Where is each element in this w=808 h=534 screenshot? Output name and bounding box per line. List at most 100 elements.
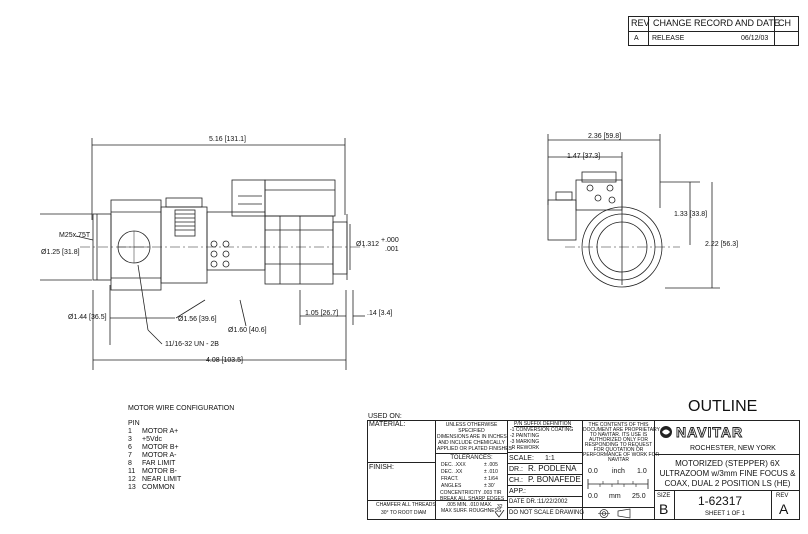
pin-header: PIN (128, 420, 140, 427)
dim-overall-length: 5.16 [131.1] (209, 136, 246, 143)
proprietary-1: THE CONTENTS OF THIS (588, 422, 649, 428)
concentricity-1: CONCENTRICITY .003 TIR (440, 490, 502, 496)
dim-width-147: 1.47 [37.3] (567, 153, 601, 160)
pin-suffix-4: -R REWORK (510, 445, 540, 451)
used-on-label: USED ON: (368, 413, 402, 420)
dim-dia-144: Ø1.44 [36.5] (68, 314, 107, 321)
ruler-inch-start: 0.0 (588, 468, 598, 475)
change-header: CHANGE RECORD AND DATE (653, 18, 780, 28)
pin-label: MOTOR A- (142, 452, 177, 459)
pin-suffix-2: -2 PAINTING (510, 433, 540, 439)
checked-by-value: P. BONAFEDE (528, 475, 581, 484)
tolerance-value: ± 1/64 (484, 476, 498, 482)
drawn-by-label: DR.: (509, 466, 523, 473)
pin-number: 12 (128, 476, 136, 483)
scale-label: SCALE: (509, 455, 534, 462)
pin-label: NEAR LIMIT (142, 476, 182, 483)
ruler-inch-unit: inch (612, 468, 625, 475)
dim-height-222: 2.22 [56.3] (705, 241, 739, 248)
size-label: SIZE (657, 493, 671, 499)
pin-label: MOTOR A+ (142, 428, 179, 435)
pin-suffix-3: -3 MARKING (510, 439, 540, 445)
dim-thread: M25x.75T (59, 232, 91, 239)
finish-label: FINISH: (369, 464, 394, 471)
tolerance-label: FRACT. (441, 476, 459, 482)
pin-number: 7 (128, 452, 132, 459)
concentricity-2: BREAK ALL SHARP EDGES (440, 496, 505, 502)
pin-number: 1 (128, 428, 132, 435)
material-label: MATERIAL: (369, 421, 406, 428)
date-drawn-value: 11/22/2002 (538, 499, 568, 505)
proprietary-7: PERFORMANCE OF WORK FOR (583, 452, 660, 458)
tol-note-4: AND INCLUDE CHEMICALLY (438, 440, 505, 446)
sheet-number: SHEET 1 OF 1 (705, 511, 745, 517)
proprietary-3: TO NAVITAR. ITS USE IS (589, 432, 648, 438)
tolerance-value: ± .005 (484, 462, 498, 468)
surface-finish-icon (495, 510, 505, 518)
tolerance-value: ± .010 (484, 469, 498, 475)
tol-note-2: SPECIFIED (458, 428, 485, 434)
dim-dia-1312: Ø1.312 (356, 241, 379, 248)
ch-header: CH (778, 18, 791, 28)
approved-label: APP.: (509, 488, 526, 495)
surface-value: 32 (497, 504, 503, 510)
pin-label: +5Vdc (142, 436, 163, 443)
tol-note-5: APPLIED OR PLATED FINISHES (437, 446, 512, 452)
tolerance-label: ANGLES (441, 483, 462, 489)
svg-text:NAVITAR: NAVITAR (676, 424, 743, 440)
date-drawn-label: DATE DR.: (509, 499, 539, 505)
description-line-3: COAX, DUAL 2 POSITION LS (HE) (664, 479, 791, 488)
drawing-number: 1-62317 (698, 494, 743, 508)
company-location: ROCHESTER, NEW YORK (690, 445, 776, 452)
description-line-1: MOTORIZED (STEPPER) 6X (675, 459, 780, 468)
pin-number: 11 (128, 468, 136, 475)
tolerances-label: TOLERANCES: (450, 455, 493, 461)
proprietary-8: NAVITAR (608, 457, 629, 463)
tolerance-label: DEC. .XX (441, 469, 463, 475)
scale-value: 1:1 (545, 455, 555, 462)
navitar-logo: NAVITAR (660, 424, 743, 440)
do-not-scale: DO NOT SCALE DRAWING (509, 510, 585, 516)
proprietary-2: DOCUMENT ARE PROPRIETARY (583, 427, 660, 433)
outline-title: OUTLINE (688, 398, 758, 415)
rev-label: REV (776, 493, 789, 499)
dim-dia-156: Ø1.56 [39.6] (178, 316, 217, 323)
ruler-mm-end: 25.0 (632, 493, 646, 500)
pin-label: COMMON (142, 484, 175, 491)
dim-len-105: 1.05 [26.7] (305, 310, 339, 317)
dim-len-014: .14 [3.4] (367, 310, 393, 317)
ruler-mm-start: 0.0 (588, 493, 598, 500)
dim-width-236: 2.36 [59.8] (588, 133, 622, 140)
pin-label: MOTOR B- (142, 468, 177, 475)
pin-number: 6 (128, 444, 132, 451)
proprietary-4: AUTHORIZED ONLY FOR (589, 437, 648, 443)
projection-symbol-icon (598, 508, 631, 519)
proprietary-6: FOR QUOTATION OR (593, 447, 644, 453)
drawn-by-value: R. PODLENA (528, 464, 577, 473)
dim-tol-plus: +.000 (381, 237, 399, 244)
pin-suffix-1: -1 CONVERSION COATING (510, 427, 574, 433)
tol-note-3: DIMENSIONS ARE IN INCHES (437, 434, 507, 440)
pin-suffix-title: P/N SUFFIX DEFINITION (514, 421, 572, 427)
tol-note-1: UNLESS OTHERWISE (445, 422, 498, 428)
description-line-2: ULTRAZOOM w/3mm FINE FOCUS & (659, 469, 796, 478)
change-date: 06/12/03 (741, 35, 769, 42)
tolerance-label: DEC. .XXX (441, 462, 466, 468)
change-value: RELEASE (652, 35, 685, 42)
pin-number: 13 (128, 484, 136, 491)
rev-header: REV (631, 18, 650, 28)
dim-height-133: 1.33 [33.8] (674, 211, 708, 218)
dim-dia-160: Ø1.60 [40.6] (228, 327, 267, 334)
pin-label: MOTOR B+ (142, 444, 179, 451)
motor-wire-title: MOTOR WIRE CONFIGURATION (128, 405, 235, 412)
rev-value: A (634, 35, 639, 42)
dim-dia-125: Ø1.25 [31.8] (41, 249, 80, 256)
checked-by-label: CH.: (509, 477, 523, 484)
dim-len-408: 4.08 [103.5] (206, 357, 243, 364)
tolerance-value: ± 30' (484, 483, 495, 489)
dim-tol-minus: .001 (385, 246, 399, 253)
rev-value-large: A (779, 501, 789, 517)
chamfer-line-2: 30° TO ROOT DIAM (381, 510, 427, 516)
